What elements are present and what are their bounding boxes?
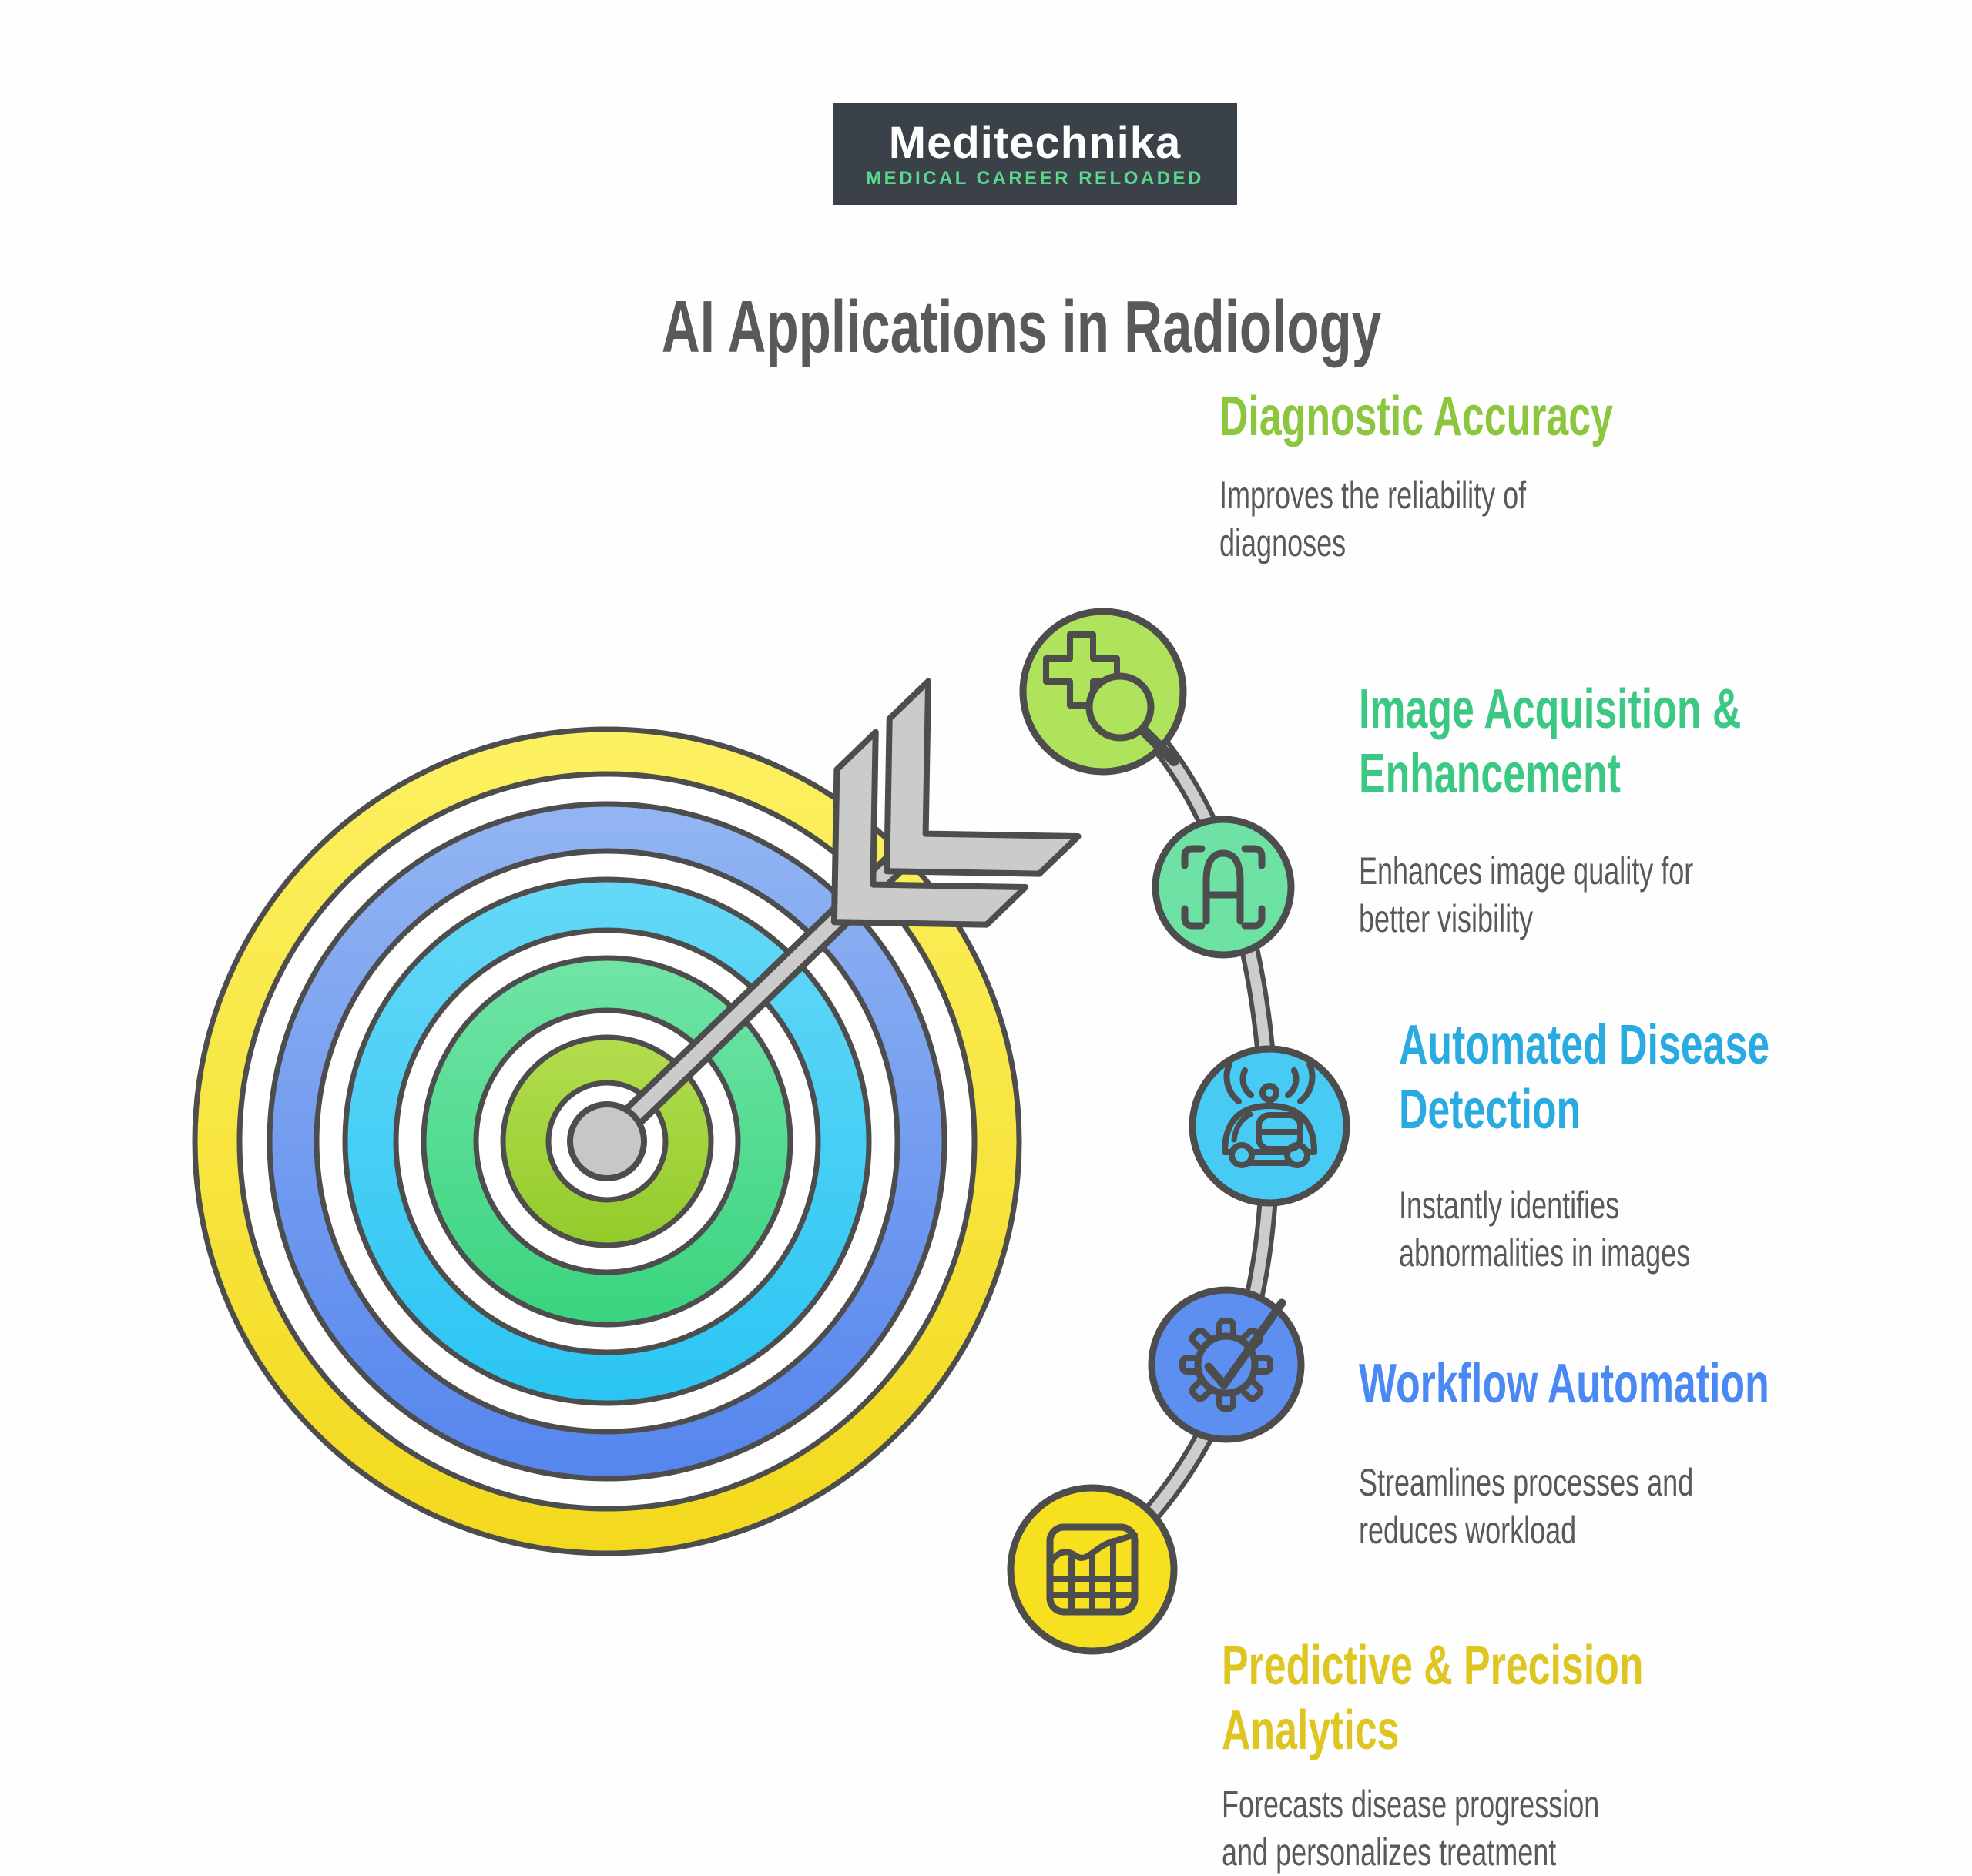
section-description-predictive-analytics: Forecasts disease progression and person… — [1222, 1783, 1600, 1874]
section-description-image-acquisition: Enhances image quality for better visibi… — [1359, 849, 1694, 940]
signal-arc-left-outer — [1223, 1061, 1242, 1104]
bracket-top-right — [1241, 845, 1266, 869]
section-heading-automated-detection: Automated Disease Detection — [1399, 1014, 1770, 1141]
car-wheel-left — [1229, 1142, 1255, 1168]
bracket-bottom-right — [1241, 905, 1266, 930]
antenna-dot — [1259, 1083, 1279, 1103]
section-heading-predictive-analytics: Predictive & Precision Analytics — [1222, 1635, 1644, 1761]
signal-arc-right-outer — [1297, 1061, 1316, 1104]
icon-circle — [1152, 816, 1295, 959]
chart-trend-line — [1047, 1532, 1138, 1566]
arrow-fletching-front — [830, 729, 1029, 928]
letter-a-glyph — [1202, 849, 1244, 925]
magnifier-lens-glyph — [1085, 672, 1155, 742]
icon-circle — [1189, 1045, 1350, 1207]
scan-letter-icon — [1152, 816, 1295, 959]
arrow-impact-dot — [567, 1101, 647, 1181]
bracket-top-left — [1181, 845, 1206, 869]
logo-tagline-text: MEDICAL CAREER RELOADED — [866, 167, 1204, 189]
car-windshield-line — [1231, 1111, 1253, 1143]
section-heading-workflow-automation: Workflow Automation — [1359, 1353, 1769, 1415]
gear-check-icon — [1148, 1286, 1305, 1443]
target-arrow — [595, 678, 1082, 1153]
section-description-diagnostic-accuracy: Improves the reliability of diagnoses — [1219, 474, 1527, 564]
magnifier-handle-glyph — [1138, 725, 1179, 766]
page-title: AI Applications in Radiology — [661, 286, 1382, 368]
arrow-fletching-back — [884, 678, 1082, 877]
checkmark-glyph — [1204, 1298, 1286, 1389]
section-description-automated-detection: Instantly identifies abnormalities in im… — [1399, 1184, 1691, 1275]
gear-hub — [1194, 1332, 1259, 1397]
medical-cross-search-icon — [1019, 608, 1187, 776]
smart-car-icon — [1189, 1045, 1350, 1207]
section-description-workflow-automation: Streamlines processes and reduces worklo… — [1359, 1461, 1694, 1552]
signal-arc-right-inner — [1285, 1067, 1300, 1098]
illustration-root — [192, 608, 1350, 1655]
bracket-bottom-left — [1181, 905, 1206, 930]
section-heading-image-acquisition: Image Acquisition & Enhancement — [1359, 678, 1742, 805]
signal-arc-left-inner — [1239, 1067, 1254, 1098]
section-heading-diagnostic-accuracy: Diagnostic Accuracy — [1219, 386, 1613, 447]
logo-brand-text: Meditechnika — [888, 117, 1182, 168]
analytics-chart-icon — [1007, 1484, 1178, 1655]
logo: Meditechnika MEDICAL CAREER RELOADED — [833, 103, 1237, 205]
